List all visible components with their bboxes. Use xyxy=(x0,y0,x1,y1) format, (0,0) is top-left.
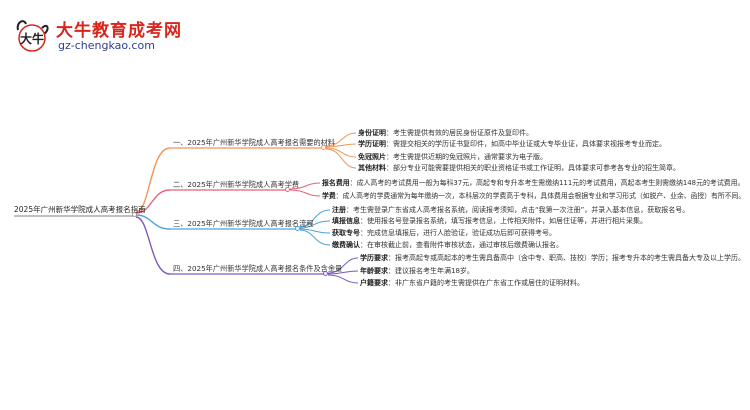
link-b4-i2 xyxy=(327,270,359,275)
site-logo-url: gz-chengkao.com xyxy=(58,39,155,52)
link-b1-i1 xyxy=(325,132,357,147)
link-b3-i1 xyxy=(299,209,331,228)
bull-logo-icon: 大牛 xyxy=(16,20,49,52)
branch-2-item-1-label: 报名费用 xyxy=(322,179,350,187)
branch-1-item-3-text: ：考生需提供近期的免冠照片，通常要求为电子版。 xyxy=(386,153,547,161)
branch-4-item-3-label: 户籍要求 xyxy=(360,279,388,287)
branch-4-title[interactable]: 四、2025年广州新华学院成人高考报名条件及含金量 xyxy=(173,264,343,273)
root-collapse-toggle[interactable] xyxy=(132,212,137,217)
branch-4-item-2-label: 年龄要求 xyxy=(360,267,388,275)
branch-3-item-1-text: ：考生需登录广东省成人高考报名系统，阅读报考须知，点击“我第一次注册”，并录入基… xyxy=(346,206,690,214)
branch-3-item-4-label: 缴费确认 xyxy=(332,241,360,249)
link-b3-i2 xyxy=(299,220,331,229)
branch-1-item-3-label: 免冠照片 xyxy=(358,153,386,161)
branch-1-item-1-text: ：考生需提供有效的居民身份证原件及复印件。 xyxy=(386,129,533,137)
link-root-b4 xyxy=(135,216,171,275)
branch-3-item-2-label: 填报信息 xyxy=(332,217,360,225)
branch-3-item-2-text: ：使用报名号登录报名系统，填写报考信息，上传相关附件，如居住证等，并进行相片采集… xyxy=(360,217,647,225)
branch-3-item-1[interactable]: 注册：考生需登录广东省成人高考报名系统，阅读报考须知，点击“我第一次注册”，并录… xyxy=(332,206,689,214)
branch-3-collapse-toggle[interactable] xyxy=(295,226,300,231)
branch-2-item-1[interactable]: 报名费用：成人高考的考试费用一般为每科37元，高起专和专升本考生需缴纳111元的… xyxy=(322,179,745,187)
branch-3-item-4[interactable]: 缴费确认：在审核截止前，查看附件审核状态，通过审核后缴费确认报名。 xyxy=(332,241,563,249)
link-b2-i1 xyxy=(289,182,321,190)
link-root-b1 xyxy=(135,147,171,213)
branch-1-collapse-toggle[interactable] xyxy=(321,145,326,150)
link-b2-i2 xyxy=(289,189,321,197)
branch-4-item-3-text: ：非广东省户籍的考生需提供在广东省工作或居住的证明材料。 xyxy=(388,279,584,287)
branch-3-item-3-text: ：完成信息填报后，进行人脸验证，验证成功后即可获得考号。 xyxy=(360,229,556,237)
root-node[interactable]: 2025年广州新华学院成人高考报名指南 xyxy=(14,205,146,214)
link-b1-i3 xyxy=(325,147,357,158)
branch-2-item-2-text: ：成人高考的学费通常为每年缴纳一次，本科层次的学费高于专科，具体费用会根据专业和… xyxy=(335,192,746,200)
branch-3-item-3[interactable]: 获取专号：完成信息填报后，进行人脸验证，验证成功后即可获得考号。 xyxy=(332,229,556,237)
logo-mark-text: 大牛 xyxy=(20,31,44,46)
branch-4-item-2[interactable]: 年龄要求：建议报名考生年满18岁。 xyxy=(360,267,474,275)
branch-3-item-3-label: 获取专号 xyxy=(332,229,360,237)
branch-1-item-4-label: 其他材料 xyxy=(358,164,386,172)
branch-4-collapse-toggle[interactable] xyxy=(323,271,328,276)
link-b4-i1 xyxy=(327,257,359,274)
branch-1-title[interactable]: 一、2025年广州新华学院成人高考报名需要的材料 xyxy=(173,138,336,147)
branch-2-item-1-text: ：成人高考的考试费用一般为每科37元，高起专和专升本考生需缴纳111元的考试费用… xyxy=(349,179,745,187)
branch-4-item-3[interactable]: 户籍要求：非广东省户籍的考生需提供在广东省工作或居住的证明材料。 xyxy=(360,279,584,287)
link-b4-i3 xyxy=(327,274,359,284)
branch-2-collapse-toggle[interactable] xyxy=(285,187,290,192)
branch-1-item-4[interactable]: 其他材料：部分专业可能需要提供相关的职业资格证书或工作证明，具体要求可参考各专业… xyxy=(358,164,680,172)
link-root-b3 xyxy=(135,214,171,230)
branch-1-item-2-label: 学历证明 xyxy=(358,140,386,148)
link-root-b2 xyxy=(135,189,171,214)
link-b3-i4 xyxy=(299,229,331,246)
branch-4-item-2-text: ：建议报名考生年满18岁。 xyxy=(388,267,474,275)
branch-3-item-4-text: ：在审核截止前，查看附件审核状态，通过审核后缴费确认报名。 xyxy=(360,241,563,249)
branch-1-item-4-text: ：部分专业可能需要提供相关的职业资格证书或工作证明，具体要求可参考各专业的招生简… xyxy=(386,164,680,172)
link-b3-i3 xyxy=(299,228,331,234)
branch-3-item-1-label: 注册 xyxy=(332,206,346,214)
branch-2-item-2[interactable]: 学费：成人高考的学费通常为每年缴纳一次，本科层次的学费高于专科，具体费用会根据专… xyxy=(322,192,745,200)
branch-4-item-1-text: ：报考高起专或高起本的考生需具备高中（含中专、职高、技校）学历；报考专升本的考生… xyxy=(388,254,745,262)
branch-1-item-2-text: ：需提交相关的学历证书复印件，如高中毕业证或大专毕业证，具体要求视报考专业而定。 xyxy=(386,140,666,148)
branch-4-item-1-label: 学历要求 xyxy=(360,254,388,262)
branch-4-item-1[interactable]: 学历要求：报考高起专或高起本的考生需具备高中（含中专、职高、技校）学历；报考专升… xyxy=(360,254,745,262)
branch-1-item-3[interactable]: 免冠照片：考生需提供近期的免冠照片，通常要求为电子版。 xyxy=(358,153,547,161)
branch-3-item-2[interactable]: 填报信息：使用报名号登录报名系统，填写报考信息，上传相关附件，如居住证等，并进行… xyxy=(332,217,647,225)
branch-3-title[interactable]: 三、2025年广州新华学院成人高考报名流程 xyxy=(173,219,314,228)
site-logo-title: 大牛教育成考网 xyxy=(56,21,182,41)
link-b1-i4 xyxy=(325,148,357,169)
branch-1-item-1-label: 身份证明 xyxy=(358,129,386,137)
branch-2-title[interactable]: 二、2025年广州新华学院成人高考学费 xyxy=(173,180,300,189)
site-logo[interactable]: 大牛 大牛教育成考网 gz-chengkao.com xyxy=(12,14,212,58)
branch-2-item-2-label: 学费 xyxy=(322,192,336,200)
branch-1-item-2[interactable]: 学历证明：需提交相关的学历证书复印件，如高中毕业证或大专毕业证，具体要求视报考专… xyxy=(358,140,666,148)
link-b1-i2 xyxy=(325,143,357,148)
branch-1-item-1[interactable]: 身份证明：考生需提供有效的居民身份证原件及复印件。 xyxy=(358,129,533,137)
